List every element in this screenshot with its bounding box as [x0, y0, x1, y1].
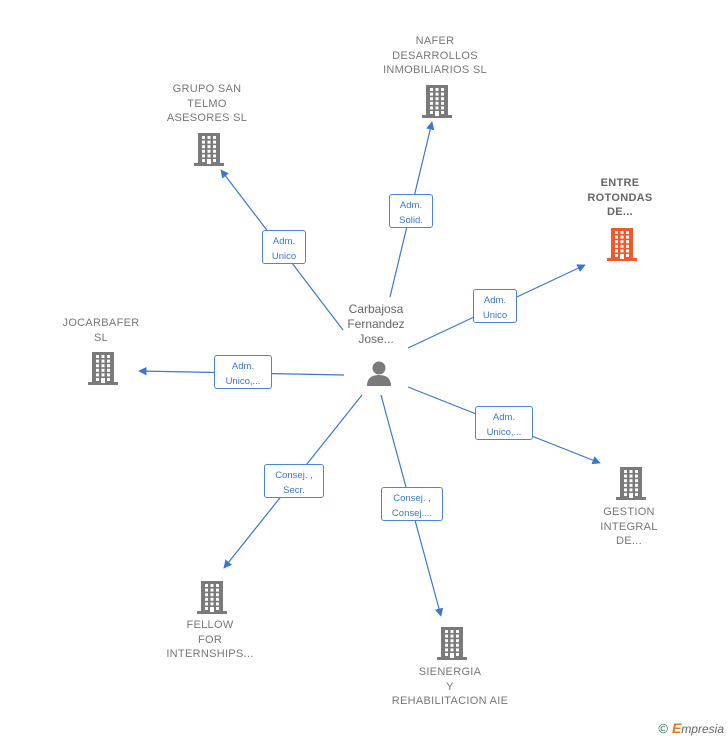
- building-icon[interactable]: [422, 84, 452, 118]
- role-label[interactable]: Consej. , Secr.: [264, 464, 324, 498]
- building-icon[interactable]: [194, 132, 224, 166]
- footer-brand: ©Empresia: [658, 720, 724, 736]
- role-label[interactable]: Adm. Unico,...: [214, 355, 272, 389]
- building-icon[interactable]: [607, 227, 637, 261]
- role-label[interactable]: Adm. Unico: [262, 230, 306, 264]
- company-label[interactable]: GRUPO SAN TELMO ASESORES SL: [166, 83, 248, 124]
- company-label[interactable]: SIENERGIA Y REHABILITACION AIE: [391, 666, 509, 707]
- person-icon[interactable]: [364, 358, 394, 388]
- copyright-symbol: ©: [658, 721, 668, 736]
- brand-logo: Empresia: [671, 720, 724, 736]
- company-label[interactable]: NAFER DESARROLLOS INMOBILIARIOS SL: [383, 35, 487, 76]
- role-label[interactable]: Adm. Unico,...: [475, 406, 533, 440]
- company-label[interactable]: FELLOW FOR INTERNSHIPS...: [166, 619, 254, 660]
- person-name-label[interactable]: Carbajosa Fernandez Jose...: [347, 302, 405, 346]
- building-icon[interactable]: [197, 580, 227, 614]
- building-icon[interactable]: [616, 466, 646, 500]
- role-label[interactable]: Adm. Unico: [473, 289, 517, 323]
- company-label[interactable]: GESTION INTEGRAL DE...: [600, 506, 658, 547]
- role-label[interactable]: Adm. Solid.: [389, 194, 433, 228]
- role-label[interactable]: Consej. , Consej....: [381, 487, 443, 521]
- building-icon[interactable]: [437, 626, 467, 660]
- company-label[interactable]: JOCARBAFER SL: [62, 317, 140, 344]
- company-label[interactable]: ENTRE ROTONDAS DE...: [587, 177, 653, 218]
- building-icon[interactable]: [88, 351, 118, 385]
